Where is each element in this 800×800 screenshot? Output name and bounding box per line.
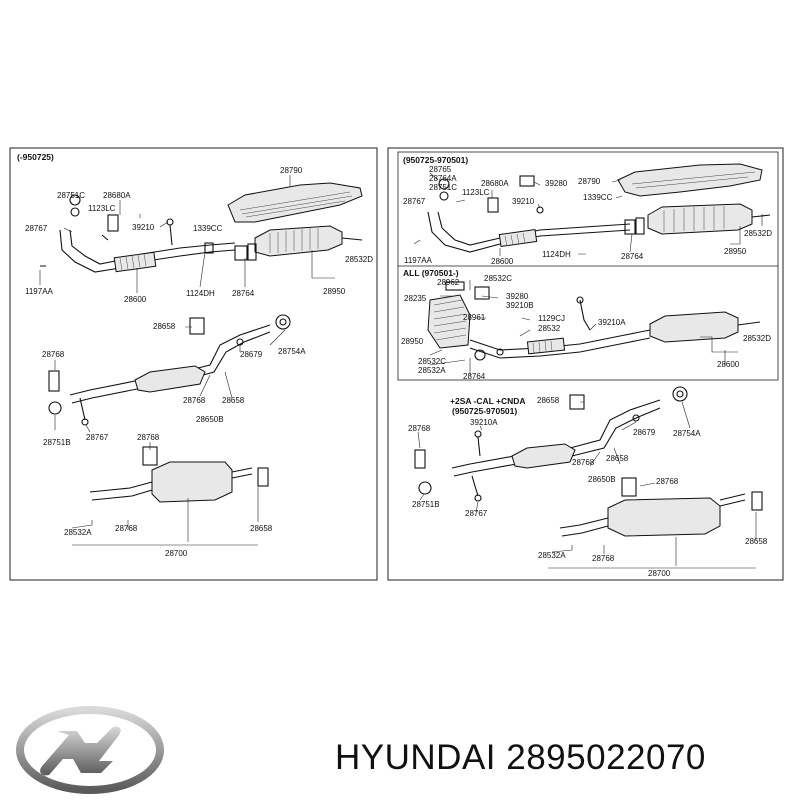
r-label-1124DH: 1124DH bbox=[542, 250, 571, 259]
left-heat-shield bbox=[227, 182, 363, 223]
r-label-28962: 28962 bbox=[437, 278, 460, 287]
r-label-28764-mid: 28764 bbox=[463, 372, 486, 381]
label-28650B: 28650B bbox=[196, 415, 224, 424]
r-label-1339CC: 1339CC bbox=[583, 193, 613, 202]
left-catalytic-converter bbox=[254, 225, 343, 257]
label-28767-top: 28767 bbox=[25, 224, 48, 233]
r-label-28950-mid: 28950 bbox=[401, 337, 424, 346]
label-28680A: 28680A bbox=[103, 191, 131, 200]
label-28679: 28679 bbox=[240, 350, 263, 359]
r-label-28767-low: 28767 bbox=[465, 509, 488, 518]
label-28532A: 28532A bbox=[64, 528, 92, 537]
left-panel-frame bbox=[9, 147, 378, 581]
left-muffler bbox=[151, 461, 233, 503]
r-label-28765: 28765 bbox=[429, 165, 452, 174]
r-label-28532: 28532 bbox=[538, 324, 561, 333]
r-label-28768-left: 28768 bbox=[408, 424, 431, 433]
right-panel-header-top: (950725-970501) bbox=[403, 155, 468, 165]
r-label-39280-top: 39280 bbox=[545, 179, 568, 188]
r-label-28767-top: 28767 bbox=[403, 197, 426, 206]
label-28767-mid: 28767 bbox=[86, 433, 109, 442]
r-label-28679: 28679 bbox=[633, 428, 656, 437]
left-center-resonator bbox=[134, 365, 206, 393]
label-28768-muffler-top: 28768 bbox=[137, 433, 160, 442]
label-28658-bottom: 28658 bbox=[250, 524, 273, 533]
right-panel: (950725-970501) ALL (970501-) +2SA -CAL … bbox=[387, 147, 784, 581]
r-label-28600-top: 28600 bbox=[491, 257, 514, 266]
label-28658-mid: 28658 bbox=[153, 322, 176, 331]
r-label-39210B: 39210B bbox=[506, 301, 534, 310]
r-label-39210A-mid: 39210A bbox=[598, 318, 626, 327]
r-label-28751C: 28751C bbox=[429, 183, 457, 192]
label-28700: 28700 bbox=[165, 549, 188, 558]
r-label-28700: 28700 bbox=[648, 569, 671, 578]
r-label-39210: 39210 bbox=[512, 197, 535, 206]
hyundai-logo-icon bbox=[16, 706, 164, 794]
label-1124DH: 1124DH bbox=[186, 289, 215, 298]
right-heat-shield bbox=[617, 163, 763, 197]
r-label-39280-mid: 39280 bbox=[506, 292, 529, 301]
right-low-center-pipe bbox=[451, 399, 661, 469]
right-low-resonator bbox=[511, 443, 576, 469]
label-28532D: 28532D bbox=[345, 255, 373, 264]
r-label-28790: 28790 bbox=[578, 177, 601, 186]
r-label-28532A-mid: 28532A bbox=[418, 366, 446, 375]
r-label-28754A: 28754A bbox=[673, 429, 701, 438]
r-label-1197AA: 1197AA bbox=[404, 256, 433, 265]
r-label-28658-top: 28658 bbox=[537, 396, 560, 405]
label-1339CC: 1339CC bbox=[193, 224, 223, 233]
brand-part-number: HYUNDAI 2895022070 bbox=[335, 738, 706, 777]
left-panel-header: (-950725) bbox=[17, 152, 54, 162]
r-label-28235: 28235 bbox=[404, 294, 427, 303]
r-label-28658-bottom: 28658 bbox=[745, 537, 768, 546]
label-28751C: 28751C bbox=[57, 191, 85, 200]
label-28950: 28950 bbox=[323, 287, 346, 296]
right-panel-header-low1: +2SA -CAL +CNDA bbox=[450, 396, 526, 406]
right-panel-header-mid: ALL (970501-) bbox=[403, 268, 459, 278]
r-label-28600-mid: 28600 bbox=[717, 360, 740, 369]
right-panel-header-low2: (950725-970501) bbox=[452, 406, 517, 416]
r-label-28532C-mid: 28532C bbox=[418, 357, 446, 366]
label-28768-left: 28768 bbox=[42, 350, 65, 359]
r-label-28768-center: 28768 bbox=[572, 458, 595, 467]
right-panel-frame bbox=[387, 147, 784, 581]
label-28768-bottom: 28768 bbox=[115, 524, 138, 533]
r-label-28768-muffler-top: 28768 bbox=[656, 477, 679, 486]
r-label-28658-center: 28658 bbox=[606, 454, 629, 463]
label-39210: 39210 bbox=[132, 223, 155, 232]
label-28658-center: 28658 bbox=[222, 396, 245, 405]
r-label-28680A: 28680A bbox=[481, 179, 509, 188]
right-low-muffler bbox=[607, 497, 721, 537]
label-1197AA: 1197AA bbox=[25, 287, 54, 296]
label-28768-center: 28768 bbox=[183, 396, 206, 405]
r-label-28532A-low: 28532A bbox=[538, 551, 566, 560]
r-label-28950-top: 28950 bbox=[724, 247, 747, 256]
r-label-28764-top: 28764 bbox=[621, 252, 644, 261]
label-28754A: 28754A bbox=[278, 347, 306, 356]
r-label-28532D-mid: 28532D bbox=[743, 334, 771, 343]
label-1123LC: 1123LC bbox=[88, 204, 116, 213]
label-28790: 28790 bbox=[280, 166, 303, 175]
r-label-28532C-top: 28532C bbox=[484, 274, 512, 283]
r-label-28768-bottom: 28768 bbox=[592, 554, 615, 563]
right-mid-manifold-converter bbox=[427, 294, 471, 349]
right-top-catalytic-converter bbox=[647, 203, 753, 235]
left-panel: (-950725) bbox=[9, 147, 378, 581]
r-label-28751B: 28751B bbox=[412, 500, 440, 509]
r-label-28961: 28961 bbox=[463, 313, 486, 322]
right-mid-catalytic-converter bbox=[649, 311, 739, 343]
left-center-pipe bbox=[69, 324, 271, 396]
left-flex-pipe bbox=[113, 251, 157, 273]
label-28600: 28600 bbox=[124, 295, 147, 304]
r-label-39210A-low: 39210A bbox=[470, 418, 498, 427]
right-top-front-pipe bbox=[427, 211, 631, 253]
r-label-1129CJ: 1129CJ bbox=[538, 314, 565, 323]
r-label-28764A: 28764A bbox=[429, 174, 457, 183]
label-28751B: 28751B bbox=[43, 438, 71, 447]
r-label-28650B: 28650B bbox=[588, 475, 616, 484]
label-28764: 28764 bbox=[232, 289, 255, 298]
r-label-28532D-top: 28532D bbox=[744, 229, 772, 238]
r-label-1123LC: 1123LC bbox=[462, 188, 490, 197]
